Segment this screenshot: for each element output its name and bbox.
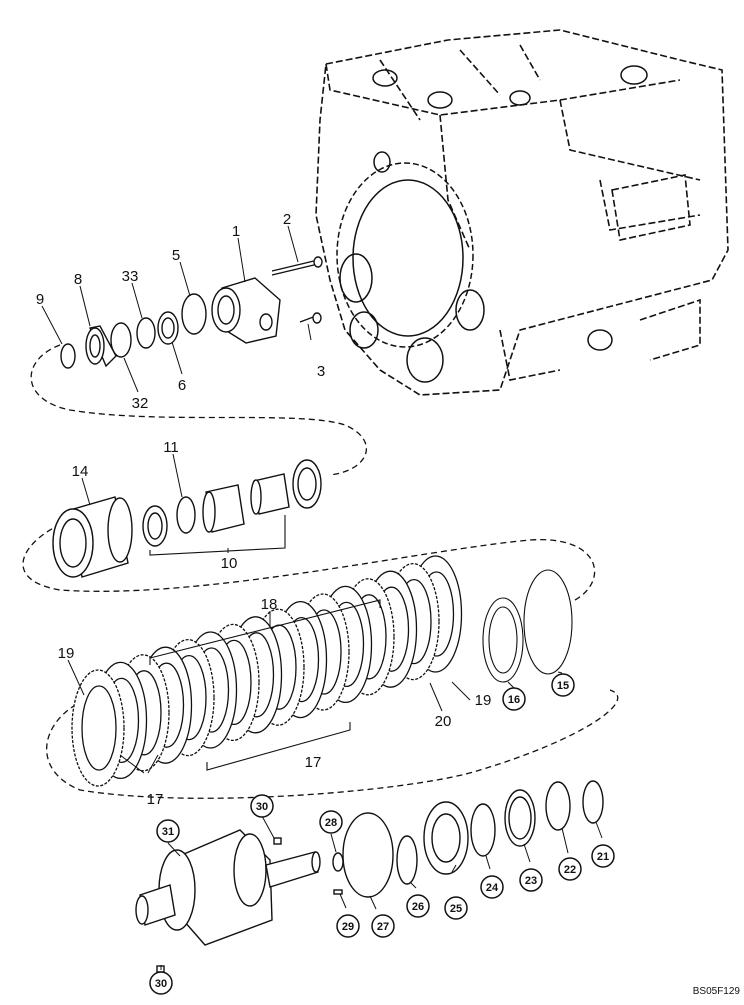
shaft-end <box>265 851 319 888</box>
callout-5: 5 <box>172 247 180 264</box>
callout-17-a: 17 <box>305 754 322 771</box>
callout-30-a: 30 <box>250 794 274 818</box>
svg-text:22: 22 <box>564 864 576 876</box>
ring-24 <box>470 803 496 857</box>
cover-assembly <box>60 256 323 369</box>
callout-30-b: 30 <box>149 971 173 995</box>
callout-32: 32 <box>132 395 149 412</box>
callout-2: 2 <box>283 211 291 228</box>
callout-3: 3 <box>317 363 325 380</box>
ring-26 <box>396 835 418 885</box>
callout-9: 9 <box>36 291 44 308</box>
callout-22: 22 <box>558 857 582 881</box>
svg-text:16: 16 <box>508 694 520 706</box>
svg-text:26: 26 <box>412 901 424 913</box>
callout-6: 6 <box>178 377 186 394</box>
svg-text:27: 27 <box>377 921 389 933</box>
callout-16: 16 <box>502 687 526 711</box>
callout-19-a: 19 <box>58 645 75 662</box>
callout-23: 23 <box>519 868 543 892</box>
callout-11: 11 <box>163 439 179 456</box>
clutch-plate-pack <box>71 555 463 787</box>
dowel-30a <box>273 837 282 845</box>
svg-text:28: 28 <box>325 817 337 829</box>
washer-28 <box>332 852 344 872</box>
ring-32 <box>110 322 132 358</box>
ring-15 <box>523 569 573 675</box>
clutch-plate-bore <box>81 685 117 771</box>
callout-20: 20 <box>435 713 452 730</box>
callout-14: 14 <box>72 463 89 480</box>
svg-text:21: 21 <box>597 851 609 863</box>
svg-text:23: 23 <box>525 875 537 887</box>
circled-callouts: 15 16 21 22 23 24 25 26 27 28 29 30 30 3… <box>149 673 615 995</box>
leader-lines <box>41 225 603 970</box>
snap-ring-9 <box>60 343 76 369</box>
bolt-long <box>271 259 319 272</box>
callout-33: 33 <box>122 268 139 285</box>
callout-17-b: 17 <box>147 791 164 808</box>
callout-18: 18 <box>261 596 278 613</box>
plain-callouts: 1 2 3 5 6 8 9 10 11 14 17 17 18 19 19 20… <box>36 211 492 808</box>
ring-33 <box>136 317 156 349</box>
ring-22 <box>545 781 571 831</box>
svg-text:30: 30 <box>256 801 268 813</box>
callout-26: 26 <box>406 894 430 918</box>
callout-19-b: 19 <box>475 692 492 709</box>
callout-21: 21 <box>591 844 615 868</box>
figure-code: BS05F129 <box>693 986 741 997</box>
shaft-assembly <box>135 780 604 973</box>
svg-text:15: 15 <box>557 680 569 692</box>
callout-28: 28 <box>319 810 343 834</box>
assembly-paths <box>22 344 619 799</box>
transmission-housing <box>315 29 729 396</box>
svg-text:29: 29 <box>342 921 354 933</box>
callout-15: 15 <box>551 673 575 697</box>
callout-25: 25 <box>444 896 468 920</box>
gear-bearing-assembly <box>52 459 322 578</box>
callout-27: 27 <box>371 914 395 938</box>
svg-text:24: 24 <box>486 882 499 894</box>
svg-text:30: 30 <box>155 978 167 990</box>
callout-29: 29 <box>336 914 360 938</box>
callout-8: 8 <box>74 271 82 288</box>
clutch-brackets <box>149 569 573 771</box>
pin-29 <box>333 889 343 895</box>
callout-24: 24 <box>480 875 504 899</box>
svg-text:31: 31 <box>162 826 174 838</box>
callout-31: 31 <box>156 819 180 843</box>
ring-21 <box>582 780 604 824</box>
ring-11 <box>176 496 196 534</box>
housing-bores <box>336 65 648 383</box>
o-ring-5 <box>181 293 207 335</box>
callout-10: 10 <box>221 555 238 572</box>
ring-27 <box>342 812 394 898</box>
svg-text:25: 25 <box>450 903 462 915</box>
ring-16 <box>482 597 524 683</box>
callout-1: 1 <box>232 223 240 240</box>
